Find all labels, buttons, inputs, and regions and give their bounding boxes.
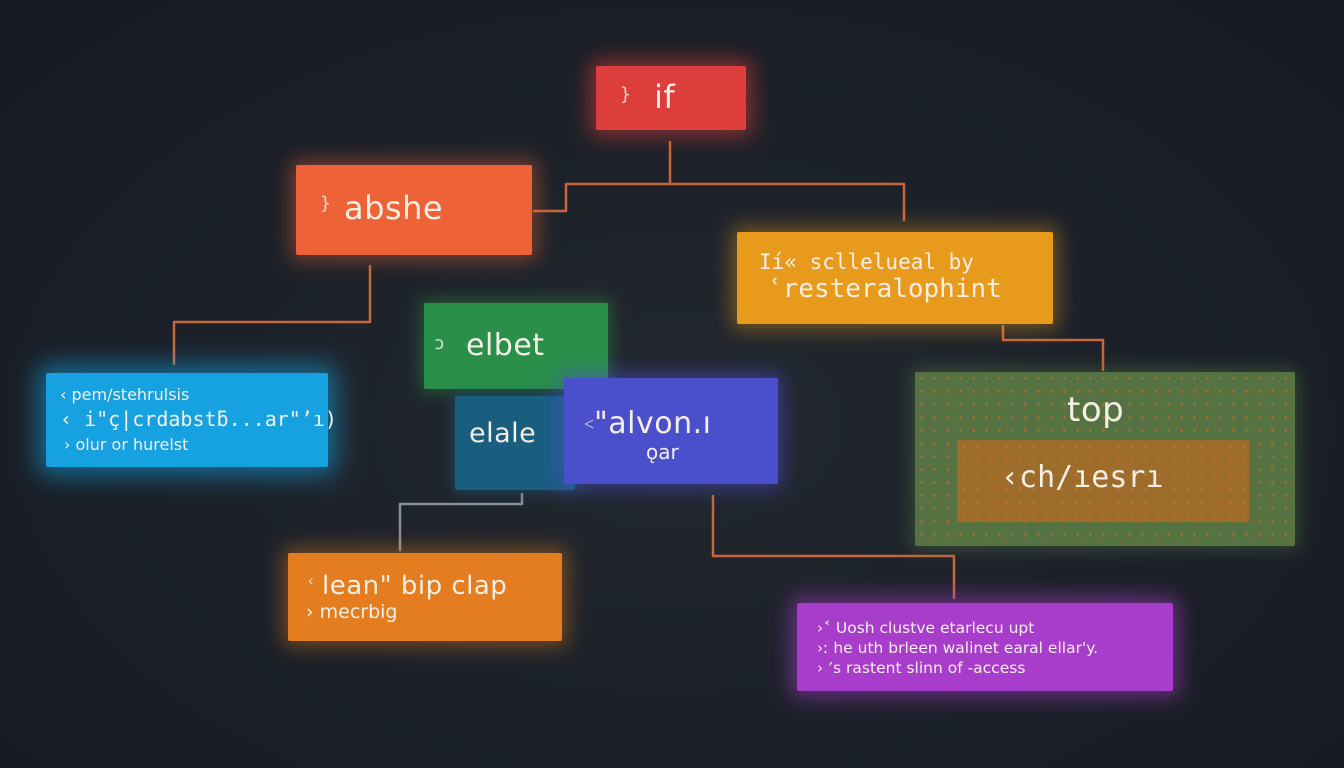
node-blue[interactable]: ‹ pem/stehrulsis ‹ i"ç|crdabstƃ...ar"’ı)… xyxy=(46,373,337,467)
node-clap[interactable]: ‹ lean" bip clap › mecrbig xyxy=(288,553,562,641)
node-top-inner-label: ‹ch/ıesrı xyxy=(1001,460,1164,495)
node-abshe-glyph: } xyxy=(320,193,331,214)
node-elale[interactable]: elale xyxy=(455,396,575,490)
connector-abshe-to-blue xyxy=(172,264,372,366)
node-scheduler[interactable]: Ií« scllelueal by ʿresteralophint xyxy=(737,232,1053,324)
node-blue-line-1: ‹ pem/stehrulsis xyxy=(60,385,190,404)
node-purple[interactable]: ›˂ Uosh clustve etarlecu upt ›ː he uth b… xyxy=(797,603,1173,691)
node-scheduler-line-1: Ií« scllelueal by xyxy=(759,250,974,274)
node-purple-line-3: › ’s rastent slinn of ‑access xyxy=(817,659,1026,677)
node-alvon-subtitle: ǫar xyxy=(646,440,679,464)
node-elale-title: elale xyxy=(469,418,537,449)
node-elbet-glyph: ɔ xyxy=(434,333,445,354)
node-elbet-title: elbet xyxy=(466,328,545,363)
connector-if-to-sch xyxy=(668,182,906,222)
node-top-title: top xyxy=(1067,390,1125,430)
node-clap-subtitle: › mecrbig xyxy=(306,601,398,623)
node-clap-title: lean" bip clap xyxy=(322,571,508,601)
connector-if-to-abshe xyxy=(532,182,672,213)
node-alvon-title: "alvon.ı xyxy=(594,406,712,441)
node-alvon-glyph: ˂ xyxy=(584,414,595,435)
node-if-title: if xyxy=(654,78,676,116)
node-if-glyph: } xyxy=(620,84,631,105)
node-clap-glyph: ‹ xyxy=(306,571,316,590)
node-purple-line-1: ›˂ Uosh clustve etarlecu upt xyxy=(817,619,1035,637)
node-scheduler-line-2: ʿresteralophint xyxy=(767,274,1002,304)
node-abshe[interactable]: } abshe xyxy=(296,165,532,255)
connector-elale-to-clap xyxy=(398,492,524,552)
connector-sch-to-top xyxy=(1001,324,1105,372)
node-alvon[interactable]: ˂ "alvon.ı ǫar xyxy=(564,378,778,484)
node-top-inner-box: ‹ch/ıesrı xyxy=(957,440,1249,522)
node-elbet[interactable]: ɔ elbet xyxy=(424,303,608,389)
node-purple-line-2: ›ː he uth brleen walinet earal ellar'y. xyxy=(817,639,1099,657)
node-if[interactable]: } if xyxy=(596,66,746,130)
node-abshe-title: abshe xyxy=(344,189,444,227)
node-blue-line-3: › olur or hurelst xyxy=(64,435,189,454)
node-top[interactable]: top ‹ch/ıesrı xyxy=(915,372,1295,546)
node-blue-line-2: ‹ i"ç|crdabstƃ...ar"’ı) xyxy=(60,407,337,431)
